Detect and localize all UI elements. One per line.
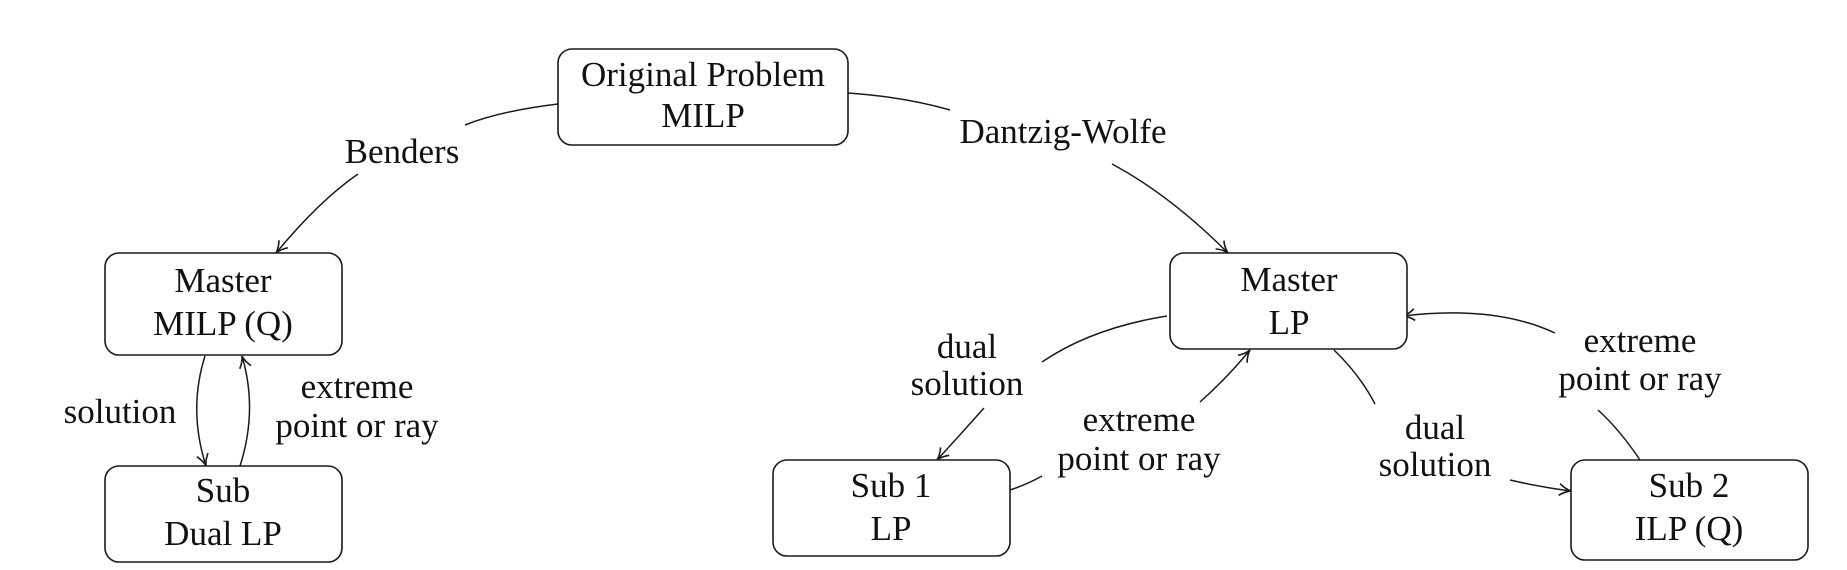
node-label-line2: LP [1269, 303, 1310, 342]
edge-benders-extreme [238, 355, 252, 467]
node-benders-master: Master MILP (Q) [104, 252, 343, 356]
label-dual1-line2: solution [911, 364, 1024, 403]
node-label-line2: MILP (Q) [153, 304, 293, 343]
node-label-line1: Master [174, 261, 272, 300]
node-label-line1: Master [1240, 260, 1338, 299]
node-label-line1: Sub [196, 471, 250, 510]
node-dw-sub2: Sub 2 ILP (Q) [1570, 459, 1809, 561]
edge-dw-dual2-upper [1333, 349, 1376, 405]
label-extreme1-line1: extreme [1083, 400, 1196, 439]
node-label-line1: Sub 2 [1649, 466, 1730, 505]
node-label-line1: Sub 1 [851, 466, 932, 505]
edge-dw-dual1-upper [1041, 315, 1168, 363]
edge-sub2-extreme-upper [1402, 308, 1556, 334]
label-extreme1-line2: point or ray [1057, 439, 1221, 478]
node-label-line2: ILP (Q) [1635, 509, 1744, 548]
label-benders-solution: solution [64, 392, 177, 431]
edge-sub2-extreme-lower [1597, 409, 1641, 461]
label-extreme2-line2: point or ray [1558, 359, 1722, 398]
node-label-line2: LP [871, 509, 912, 548]
node-label-line2: MILP [661, 96, 745, 135]
node-benders-sub: Sub Dual LP [104, 465, 343, 563]
node-original-problem: Original Problem MILP [557, 48, 849, 146]
edge-dw-dual2-lower [1509, 479, 1572, 496]
label-dual2-line2: solution [1379, 445, 1492, 484]
edge-benders-solution [196, 355, 209, 467]
node-label-line2: Dual LP [164, 514, 282, 553]
label-benders-extreme-line1: extreme [301, 367, 414, 406]
node-label-line1: Original Problem [581, 55, 825, 94]
edge-benders-to-master [275, 173, 359, 254]
edge-original-dw-right [847, 92, 951, 111]
edge-sub1-extreme-lower [1009, 475, 1043, 491]
label-benders: Benders [345, 132, 460, 171]
edge-original-benders-left [464, 103, 559, 126]
edge-dw-to-master [1111, 163, 1229, 254]
node-dw-master: Master LP [1169, 252, 1408, 350]
label-dual2-line1: dual [1405, 408, 1466, 447]
edge-dw-dual1-lower [936, 407, 985, 461]
label-dantzig-wolfe: Dantzig-Wolfe [959, 112, 1166, 151]
node-dw-sub1: Sub 1 LP [772, 459, 1011, 557]
label-benders-extreme-line2: point or ray [275, 406, 439, 445]
edge-sub1-extreme-upper [1199, 349, 1251, 403]
label-extreme2-line1: extreme [1584, 321, 1697, 360]
label-dual1-line1: dual [937, 327, 998, 366]
